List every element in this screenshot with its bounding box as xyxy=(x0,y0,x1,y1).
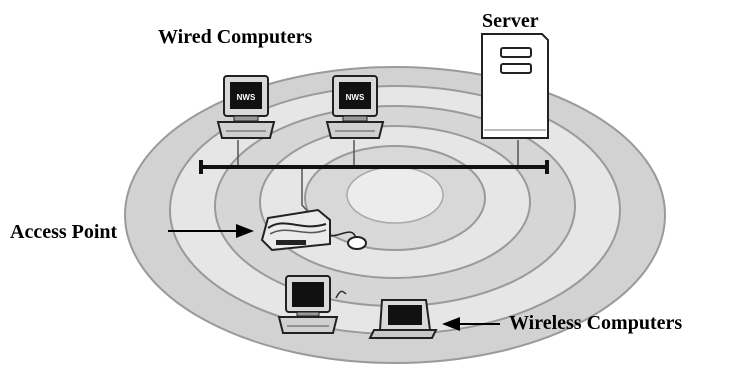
label-access-point: Access Point xyxy=(10,221,118,243)
coverage-ring-center xyxy=(346,166,444,224)
backbone-end-left xyxy=(199,160,203,174)
label-server: Server xyxy=(482,10,539,32)
base-1 xyxy=(216,121,276,139)
screen-1 xyxy=(230,82,262,109)
stand-2 xyxy=(342,115,368,122)
wireless-screen xyxy=(292,282,324,307)
wired-computer-2: NWS xyxy=(325,75,385,139)
server-drive-bay-1 xyxy=(500,47,532,58)
arrows xyxy=(168,224,500,331)
base-2 xyxy=(325,121,385,139)
server-case xyxy=(481,33,549,139)
network-backbone xyxy=(199,160,549,174)
wireless-desktop xyxy=(277,275,347,334)
arrow-wireless-head xyxy=(442,317,460,331)
wireless-laptop xyxy=(368,299,438,339)
label-wireless-computers: Wireless Computers xyxy=(509,312,683,334)
wireless-desktop-base xyxy=(277,316,339,334)
arrow-access-point-head xyxy=(236,224,254,238)
screen-text-1: NWS xyxy=(237,93,256,102)
wired-computer-1: NWS xyxy=(216,75,276,139)
access-point-cable xyxy=(329,231,357,239)
server-tower xyxy=(481,33,549,139)
power-adapter xyxy=(347,236,367,250)
wireless-card-antenna xyxy=(335,290,347,299)
stand-1 xyxy=(233,115,259,122)
access-point-leds xyxy=(276,240,306,245)
access-point xyxy=(260,208,367,252)
screen-text-2: NWS xyxy=(346,93,365,102)
laptop-base xyxy=(368,329,438,339)
server-drive-bay-2 xyxy=(500,63,532,74)
laptop-screen xyxy=(388,305,422,325)
screen-2 xyxy=(339,82,371,109)
label-wired-computers: Wired Computers xyxy=(158,26,313,48)
backbone-end-right xyxy=(545,160,549,174)
